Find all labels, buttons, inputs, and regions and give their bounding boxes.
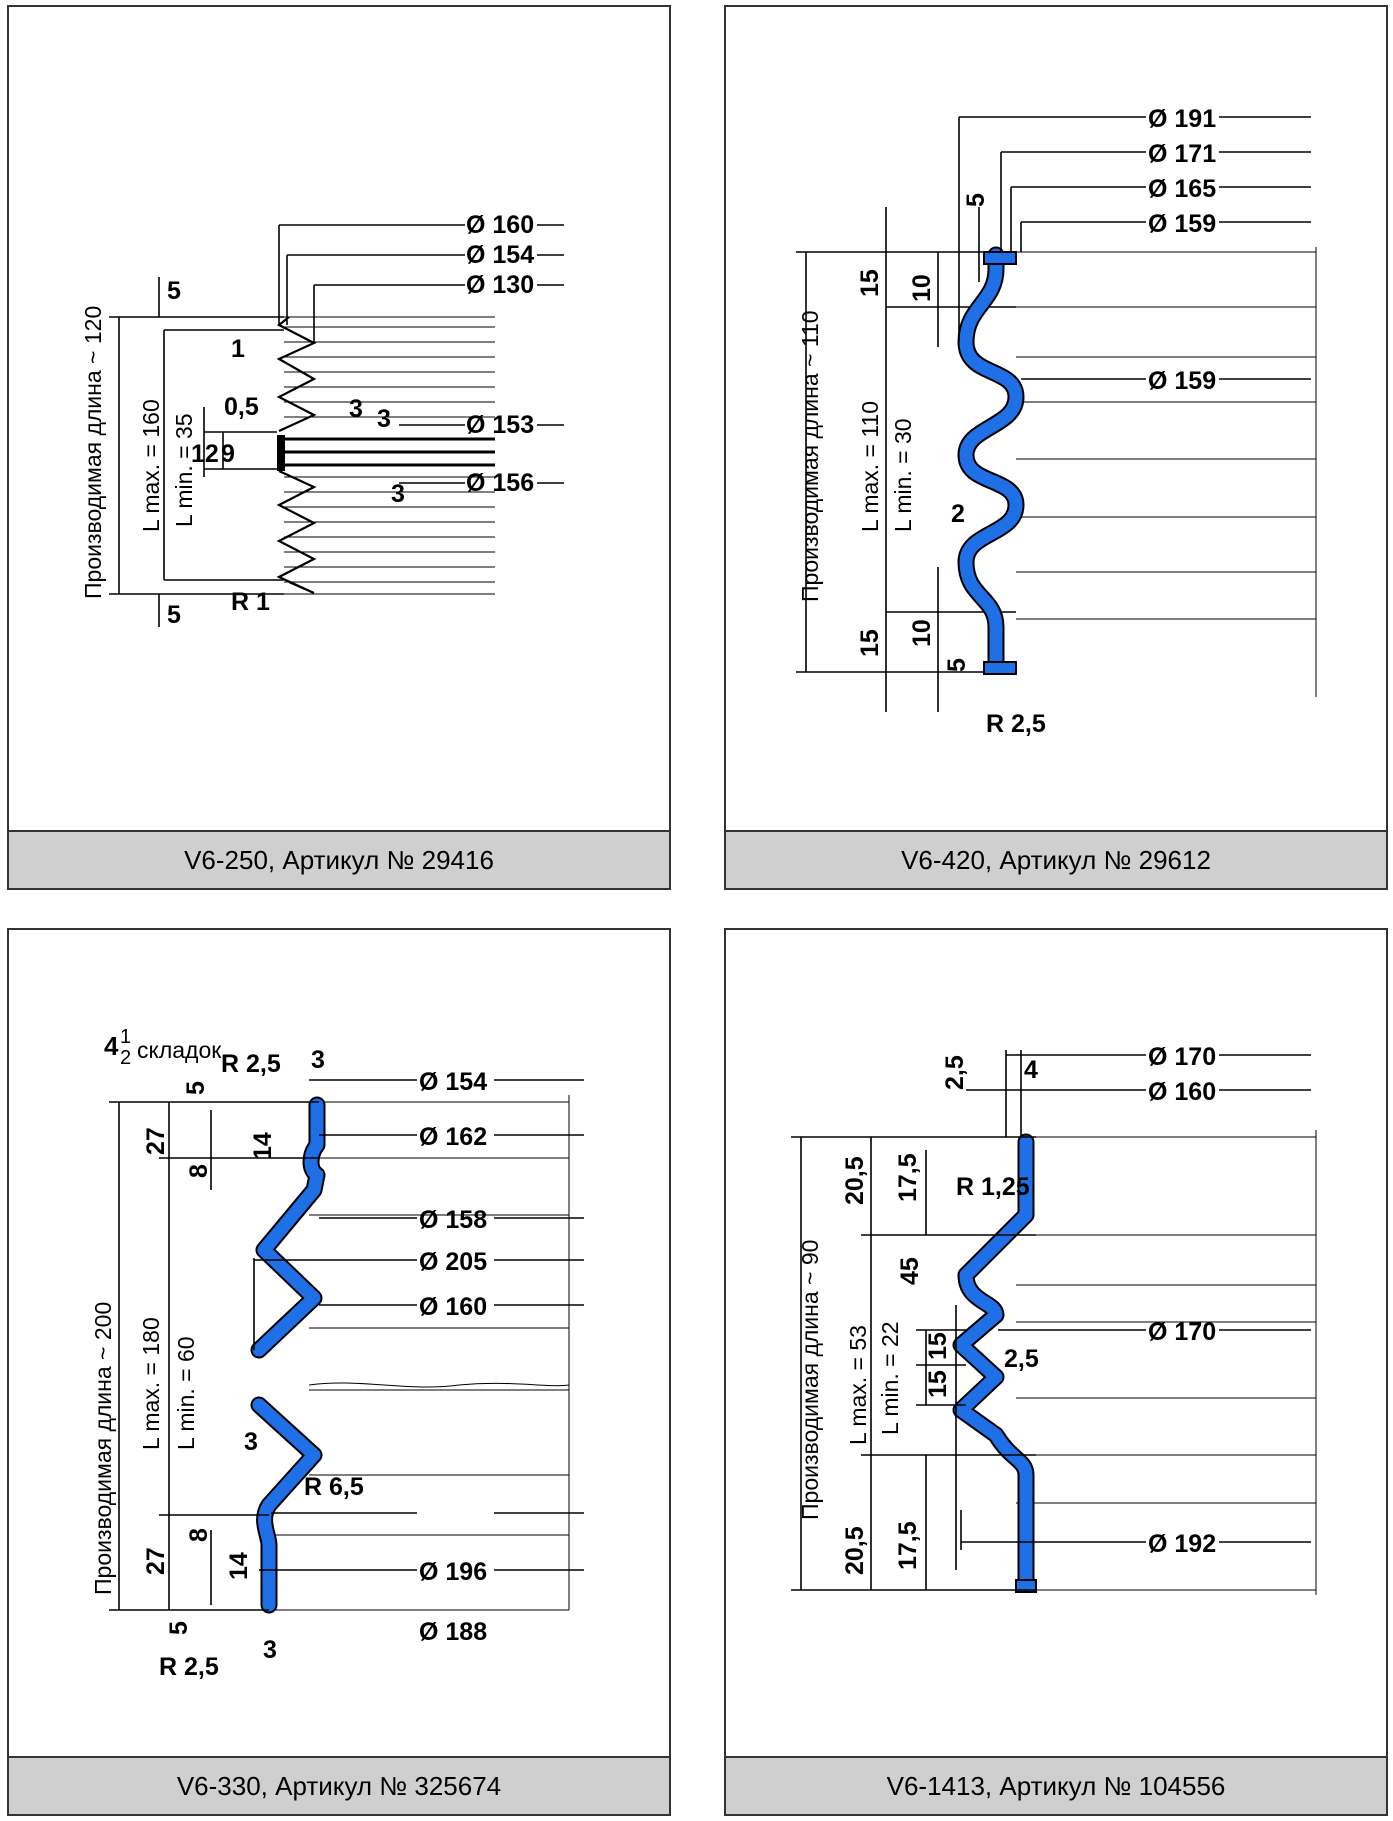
dim-three-b: 3 bbox=[377, 405, 391, 433]
dim-fifteen-bottom: 15 bbox=[856, 629, 884, 657]
dim-twelve: 12 bbox=[191, 440, 219, 468]
dim-d162: Ø 162 bbox=[419, 1123, 487, 1151]
drawing-panel-v6-330: 4 1 2 складок R 2,5 3 Ø 154 5 Ø 162 14 2… bbox=[7, 928, 671, 1816]
radius-r25-top: R 2,5 bbox=[221, 1050, 281, 1078]
drawing-panel-v6-250: Ø 160 Ø 154 Ø 130 Ø 153 Ø 156 5 5 R 1 1 … bbox=[7, 5, 671, 890]
bellows-drawing-v6-420: Ø 191 Ø 171 Ø 165 Ø 159 Ø 159 5 15 10 Пр… bbox=[796, 105, 1317, 738]
dim-d160: Ø 160 bbox=[466, 211, 534, 239]
dim-d205: Ø 205 bbox=[419, 1248, 487, 1276]
dim-d160: Ø 160 bbox=[419, 1293, 487, 1321]
radius-r25: R 2,5 bbox=[986, 710, 1046, 738]
dim-ten-top: 10 bbox=[908, 274, 936, 302]
produced-length: Производимая длина ~ 110 bbox=[797, 310, 823, 602]
folds-fraction-top: 1 bbox=[120, 1026, 131, 1048]
folds-fraction-bottom: 2 bbox=[120, 1047, 131, 1069]
dim-d159-mid: Ø 159 bbox=[1148, 367, 1216, 395]
dim-five-bottom: 5 bbox=[167, 601, 181, 629]
dim-eight-bottom: 8 bbox=[185, 1528, 213, 1542]
dim-fifteen-top: 15 bbox=[856, 269, 884, 297]
dim-three-mid: 3 bbox=[244, 1428, 258, 1456]
dim-d153: Ø 153 bbox=[466, 411, 534, 439]
l-max: L max. = 180 bbox=[138, 1317, 164, 1450]
dim-d156: Ø 156 bbox=[466, 469, 534, 497]
dim-two5: 2,5 bbox=[941, 1055, 969, 1090]
bellows-profile bbox=[276, 316, 317, 595]
dim-seventeen5-bottom: 17,5 bbox=[894, 1521, 922, 1570]
l-min: L min. = 30 bbox=[890, 418, 916, 532]
folds-count: 4 bbox=[104, 1031, 119, 1061]
dim-three-bottom: 3 bbox=[263, 1636, 277, 1664]
dim-nine: 9 bbox=[221, 440, 235, 468]
dim-one: 1 bbox=[231, 335, 245, 363]
bellows-profile bbox=[252, 1098, 324, 1612]
dim-d196: Ø 196 bbox=[419, 1558, 487, 1586]
l-min: L min. = 60 bbox=[173, 1336, 199, 1450]
dim-fortyfive: 45 bbox=[896, 1257, 924, 1285]
dim-two: 2 bbox=[951, 500, 965, 528]
bellows-drawing-v6-250: Ø 160 Ø 154 Ø 130 Ø 153 Ø 156 5 5 R 1 1 … bbox=[80, 211, 564, 629]
dim-half: 0,5 bbox=[224, 393, 259, 421]
dim-seventeen5-top: 17,5 bbox=[894, 1153, 922, 1202]
dim-d160: Ø 160 bbox=[1148, 1078, 1216, 1106]
dim-fourteen-bottom: 14 bbox=[225, 1552, 253, 1580]
dim-d170-top: Ø 170 bbox=[1148, 1043, 1216, 1071]
radius-r25-bottom: R 2,5 bbox=[159, 1653, 219, 1681]
dim-ten-bottom: 10 bbox=[908, 619, 936, 647]
produced-length: Производимая длина ~ 200 bbox=[90, 1302, 116, 1595]
dim-five-top: 5 bbox=[182, 1081, 210, 1095]
bellows-profile bbox=[959, 248, 1023, 669]
l-max: L max. = 160 bbox=[138, 399, 164, 532]
dim-d165: Ø 165 bbox=[1148, 175, 1216, 203]
dim-four: 4 bbox=[1024, 1056, 1038, 1084]
drawing-panel-v6-1413: Ø 170 Ø 160 2,5 4 20,5 17,5 R 1,25 45 Пр… bbox=[724, 928, 1388, 1816]
dim-three-top: 3 bbox=[311, 1046, 325, 1074]
dim-d191: Ø 191 bbox=[1148, 105, 1216, 133]
dim-fourteen-top: 14 bbox=[249, 1132, 277, 1160]
dim-d170-mid: Ø 170 bbox=[1148, 1318, 1216, 1346]
caption: V6-1413, Артикул № 104556 bbox=[726, 1756, 1386, 1814]
dim-two5-b: 2,5 bbox=[1004, 1345, 1039, 1373]
dim-three-a: 3 bbox=[349, 395, 363, 423]
folds-label: складок bbox=[137, 1037, 222, 1063]
radius-r65: R 6,5 bbox=[304, 1473, 364, 1501]
dim-d130: Ø 130 bbox=[466, 271, 534, 299]
l-max: L max. = 110 bbox=[857, 401, 883, 532]
l-min: L min. = 35 bbox=[171, 413, 197, 527]
dim-five-top: 5 bbox=[167, 277, 181, 305]
dim-twentyseven-top: 27 bbox=[142, 1127, 170, 1155]
drawing-panel-v6-420: Ø 191 Ø 171 Ø 165 Ø 159 Ø 159 5 15 10 Пр… bbox=[724, 5, 1388, 890]
dim-twentyseven-bottom: 27 bbox=[142, 1547, 170, 1575]
dim-three-c: 3 bbox=[391, 480, 405, 508]
caption: V6-250, Артикул № 29416 bbox=[9, 830, 669, 888]
dim-d159-top: Ø 159 bbox=[1148, 210, 1216, 238]
radius-r1: R 1 bbox=[231, 588, 270, 616]
dim-d158: Ø 158 bbox=[419, 1206, 487, 1234]
caption: V6-420, Артикул № 29612 bbox=[726, 830, 1386, 888]
dim-d154: Ø 154 bbox=[466, 241, 534, 269]
l-min: L min. = 22 bbox=[877, 1321, 903, 1435]
dim-d154: Ø 154 bbox=[419, 1068, 487, 1096]
produced-length: Производимая длина ~ 90 bbox=[797, 1240, 823, 1520]
dim-twenty5-top: 20,5 bbox=[841, 1156, 869, 1205]
section-hatch bbox=[284, 316, 495, 595]
dim-five-top: 5 bbox=[962, 193, 990, 207]
caption: V6-330, Артикул № 325674 bbox=[9, 1756, 669, 1814]
dim-d171: Ø 171 bbox=[1148, 140, 1216, 168]
dim-d192: Ø 192 bbox=[1148, 1530, 1216, 1558]
radius-r125: R 1,25 bbox=[956, 1173, 1030, 1201]
bellows-profile bbox=[954, 1135, 1033, 1587]
dim-five-bottom: 5 bbox=[943, 658, 971, 672]
dim-eight-top: 8 bbox=[185, 1164, 213, 1178]
produced-length: Производимая длина ~ 120 bbox=[80, 306, 106, 599]
bellows-drawing-v6-330: 4 1 2 складок R 2,5 3 Ø 154 5 Ø 162 14 2… bbox=[90, 1026, 584, 1681]
dim-five-bottom: 5 bbox=[165, 1621, 193, 1635]
dim-d188: Ø 188 bbox=[419, 1618, 487, 1646]
dim-fifteen-a: 15 bbox=[924, 1332, 952, 1360]
dim-twenty5-bottom: 20,5 bbox=[841, 1526, 869, 1575]
l-max: L max. = 53 bbox=[845, 1325, 871, 1445]
bellows-drawing-v6-1413: Ø 170 Ø 160 2,5 4 20,5 17,5 R 1,25 45 Пр… bbox=[791, 1043, 1317, 1595]
dim-fifteen-b: 15 bbox=[924, 1370, 952, 1398]
